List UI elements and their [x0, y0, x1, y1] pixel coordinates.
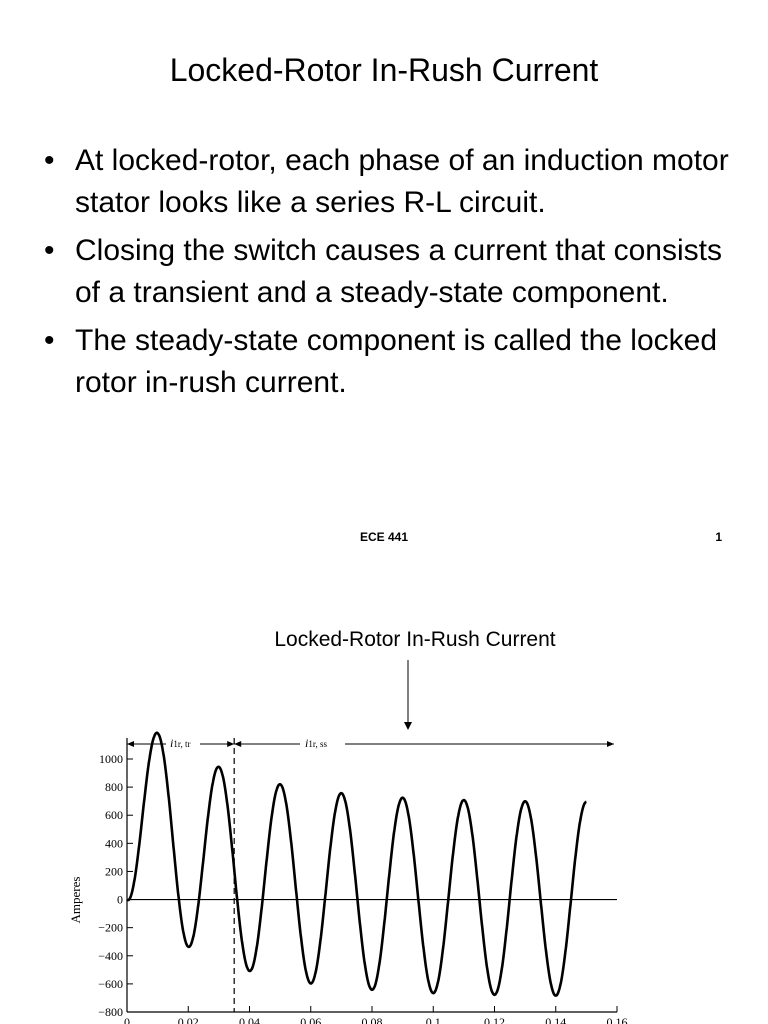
bullet-text: Closing the switch causes a current that… [75, 234, 722, 309]
x-tick-label: 0 [124, 1015, 130, 1024]
x-tick-label: 0.08 [362, 1015, 383, 1024]
chart-annotations: i1r, tr i1r, ss [127, 736, 614, 1012]
y-tick-label: −200 [98, 921, 123, 935]
x-tick-label: 0.04 [239, 1015, 260, 1024]
bullet-text: The steady-state component is called the… [75, 324, 718, 399]
transient-arrowhead-left [127, 741, 134, 747]
transient-label: i1r, tr [170, 736, 190, 750]
slide-footer: ECE 441 [359, 530, 409, 544]
steady-state-label: i1r, ss [305, 736, 327, 750]
bullet-dot-icon: • [44, 144, 55, 177]
page-number: 1 [715, 530, 722, 544]
bullet-text: At locked-rotor, each phase of an induct… [75, 144, 729, 219]
current-waveform-line [126, 731, 587, 997]
x-tick-label: 0.02 [178, 1015, 199, 1024]
x-tick-label: 0.12 [484, 1015, 505, 1024]
x-tick-label: 0.06 [300, 1015, 321, 1024]
bullet-item: • At locked-rotor, each phase of an induc… [40, 140, 740, 224]
y-tick-label: 0 [117, 893, 123, 907]
steady-arrowhead-right [607, 741, 614, 747]
bullet-dot-icon: • [44, 234, 55, 267]
steady-arrowhead-left [234, 741, 242, 747]
y-axis-label: Amperes [68, 877, 83, 924]
bullet-list: • At locked-rotor, each phase of an induc… [40, 140, 740, 410]
transient-arrowhead-right [227, 741, 235, 747]
x-tick-label: 0.1 [426, 1015, 441, 1024]
slide: Locked-Rotor In-Rush Current • At locked-… [40, 52, 740, 544]
y-tick-label: 600 [105, 808, 123, 822]
y-tick-label: −400 [98, 949, 123, 963]
y-tick-label: 1000 [99, 752, 123, 766]
y-tick-label: −600 [98, 977, 123, 991]
y-tick-label: −800 [98, 1005, 123, 1019]
title-pointer-arrowhead [404, 722, 412, 730]
bullet-item: • Closing the switch causes a current tha… [40, 230, 740, 314]
slide-title: Locked-Rotor In-Rush Current [169, 52, 599, 88]
y-tick-label: 400 [105, 836, 123, 850]
x-tick-label: 0.16 [607, 1015, 628, 1024]
chart-series [126, 731, 587, 997]
x-tick-label: 0.14 [545, 1015, 566, 1024]
y-tick-label: 800 [105, 780, 123, 794]
bullet-dot-icon: • [44, 324, 55, 357]
y-tick-label: 200 [105, 864, 123, 878]
figure-title: Locked-Rotor In-Rush Current [274, 628, 556, 651]
bullet-item: • The steady-state component is called th… [40, 320, 740, 404]
